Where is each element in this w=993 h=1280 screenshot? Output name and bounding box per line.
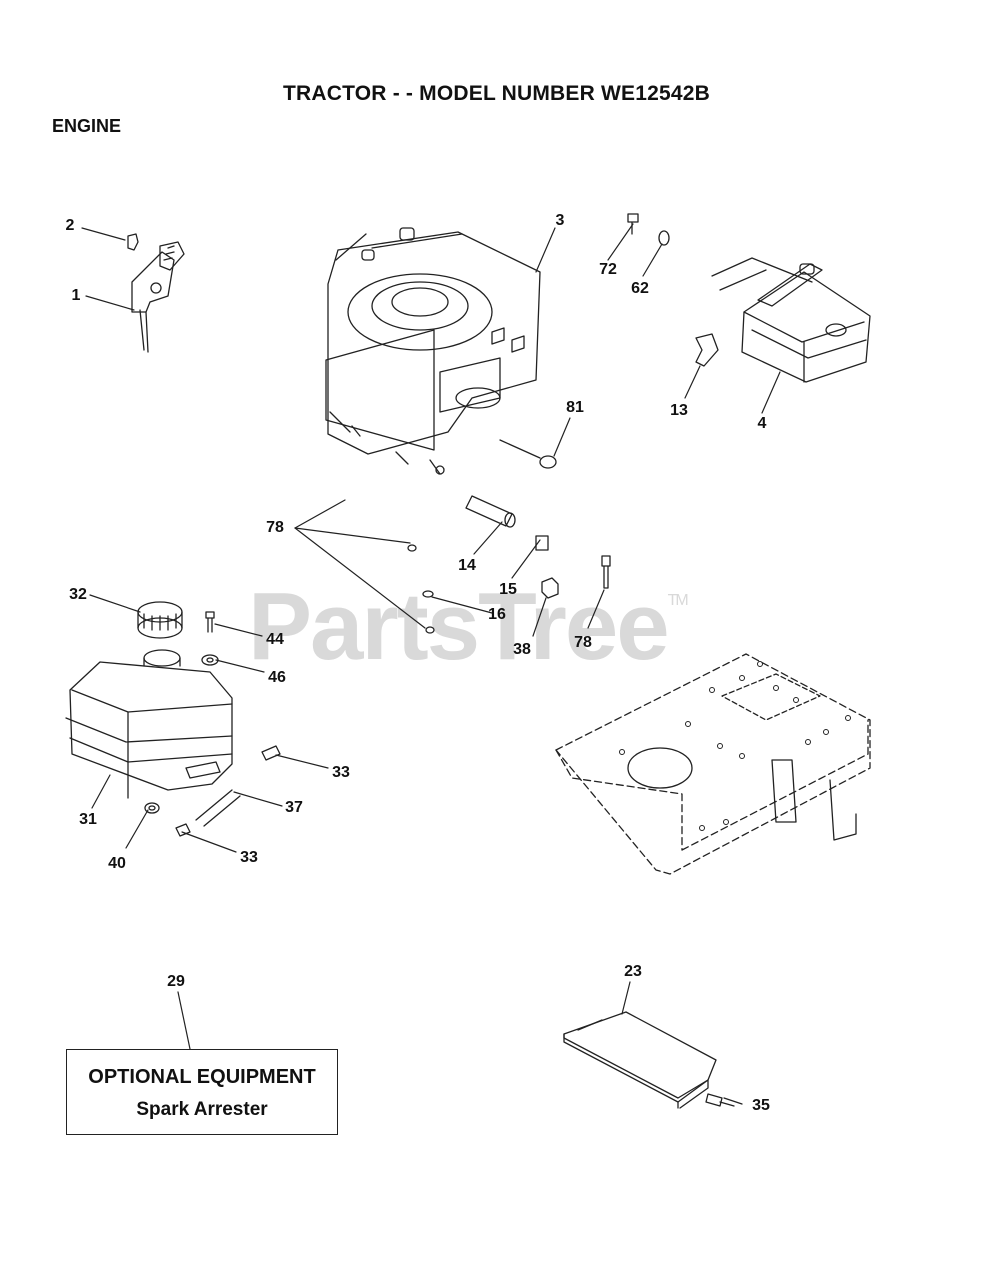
callout-23: 23 — [624, 963, 642, 980]
callout-46: 46 — [268, 669, 286, 686]
watermark-tm: TM — [667, 592, 689, 609]
page-title: TRACTOR - - MODEL NUMBER WE12542B — [282, 82, 711, 105]
watermark: PartsTreeTM — [248, 572, 689, 682]
muffler-part — [711, 257, 871, 383]
callout-14: 14 — [458, 557, 476, 574]
callout-13: 13 — [670, 402, 688, 419]
optional-equipment-box: OPTIONAL EQUIPMENT Spark Arrester — [66, 1049, 338, 1135]
callout-62: 62 — [631, 280, 649, 297]
callout-3: 3 — [555, 212, 565, 229]
callout-1: 1 — [71, 287, 81, 304]
callout-78-left: 78 — [266, 519, 284, 536]
nut-and-bolt-part — [541, 555, 611, 599]
screw-part — [705, 1093, 735, 1107]
callout-31: 31 — [79, 811, 97, 828]
callout-15: 15 — [499, 581, 517, 598]
engine-part — [325, 227, 541, 475]
callout-2: 2 — [65, 217, 75, 234]
callout-78-right: 78 — [574, 634, 592, 651]
watermark-text: PartsTree — [248, 573, 670, 680]
nut-part — [499, 439, 557, 469]
frame-part — [555, 653, 871, 875]
muffler-clip-part — [695, 333, 719, 367]
heat-shield-part — [563, 1011, 717, 1109]
bolt-and-washer-part — [627, 213, 670, 246]
callout-44: 44 — [266, 631, 284, 648]
fuel-fittings-part — [144, 745, 281, 837]
washer-part — [407, 544, 435, 634]
callout-72: 72 — [599, 261, 617, 278]
fuel-tank-part — [65, 649, 233, 799]
callout-33-upper: 33 — [332, 764, 350, 781]
leader-lines — [81, 223, 781, 1105]
callout-81: 81 — [566, 399, 584, 416]
callout-16: 16 — [488, 606, 506, 623]
fuel-cap-part — [137, 601, 183, 639]
optional-equipment-heading: OPTIONAL EQUIPMENT — [88, 1066, 316, 1088]
optional-equipment-item: Spark Arrester — [136, 1099, 268, 1120]
callout-37: 37 — [285, 799, 303, 816]
callout-29: 29 — [167, 973, 185, 990]
throttle-bracket-part — [127, 233, 185, 353]
callout-40: 40 — [108, 855, 126, 872]
callout-4: 4 — [757, 415, 767, 432]
section-label: ENGINE — [52, 116, 122, 136]
callout-32: 32 — [69, 586, 87, 603]
callout-38: 38 — [513, 641, 531, 658]
callout-35: 35 — [752, 1097, 770, 1114]
callout-33-lower: 33 — [240, 849, 258, 866]
screw-and-washer-part — [201, 611, 219, 666]
spacer-part — [465, 495, 549, 551]
